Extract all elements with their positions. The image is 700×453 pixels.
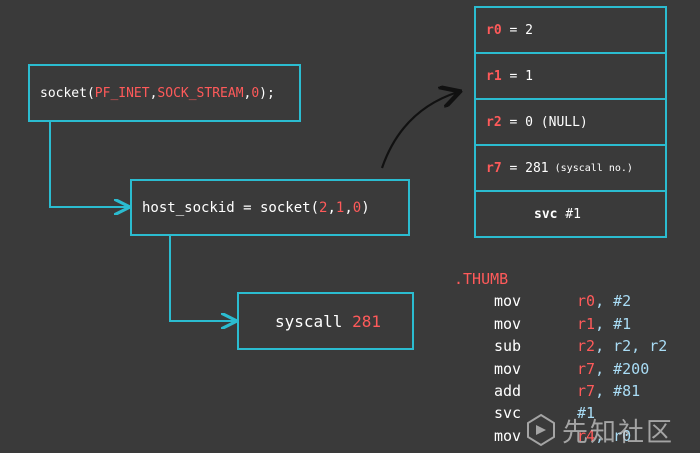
register-eq: = xyxy=(501,160,526,176)
register-eq: = xyxy=(501,68,526,84)
asm-rest: , #2 xyxy=(595,292,632,311)
asm-line: mov r0, #2 xyxy=(454,290,631,312)
register-table: r0 = 2 r1 = 1 r2 = 0 (NULL) r7 = 281 (sy… xyxy=(474,6,667,238)
asm-rest: , r0 xyxy=(595,426,632,445)
curved-arrow xyxy=(380,92,458,169)
socket-arg-type: SOCK_STREAM xyxy=(157,85,244,101)
watermark: 先知社区 xyxy=(526,410,696,450)
host-sep-1: , xyxy=(327,199,336,216)
register-row-r2: r2 = 0 (NULL) xyxy=(476,100,665,146)
svc-op: svc xyxy=(534,206,558,222)
register-row-r7: r7 = 281 (syscall no.) xyxy=(476,146,665,192)
asm-line: add r7, #81 xyxy=(454,380,640,402)
watermark-text: 先知社区 xyxy=(562,417,675,448)
socket-arg-domain: PF_INET xyxy=(94,85,150,101)
socket-func: socket xyxy=(40,85,87,101)
asm-rest: #1 xyxy=(577,404,596,423)
svc-row: svc #1 xyxy=(476,192,665,236)
asm-op: mov xyxy=(494,359,522,378)
host-arg-2: 1 xyxy=(335,199,345,216)
register-name: r7 xyxy=(486,160,502,176)
connector-socket-to-host xyxy=(49,122,128,207)
asm-line: mov r7, #200 xyxy=(454,358,649,380)
socket-open: ( xyxy=(86,85,95,101)
host-close: ) xyxy=(361,199,370,216)
asm-reg: r0 xyxy=(577,292,596,311)
connector-host-to-syscall xyxy=(169,236,235,321)
asm-line: mov r4, r0 xyxy=(454,425,631,447)
socket-sep-2: , xyxy=(243,85,252,101)
asm-reg: r7 xyxy=(577,381,596,400)
register-name: r1 xyxy=(486,68,502,84)
register-row-r0: r0 = 2 xyxy=(476,8,665,54)
asm-line: mov r1, #1 xyxy=(454,313,631,335)
host-sep-2: , xyxy=(344,199,353,216)
asm-reg: r7 xyxy=(577,359,596,378)
syscall-label: syscall xyxy=(275,311,353,331)
host-prefix: host_sockid = socket( xyxy=(142,199,320,216)
socket-arg-protocol: 0 xyxy=(251,85,260,101)
register-value: 0 (NULL) xyxy=(525,114,588,130)
host-arg-3: 0 xyxy=(352,199,362,216)
asm-rest: , #1 xyxy=(595,314,632,333)
asm-rest: , r2, r2 xyxy=(595,337,668,356)
asm-op: sub xyxy=(494,337,522,356)
asm-op: mov xyxy=(494,426,522,445)
register-row-r1: r1 = 1 xyxy=(476,54,665,100)
asm-op: mov xyxy=(494,292,522,311)
register-note: (syscall no.) xyxy=(548,162,633,174)
asm-reg: r2 xyxy=(577,337,596,356)
asm-reg: r4 xyxy=(577,426,596,445)
register-name: r2 xyxy=(486,114,502,130)
asm-rest: , #200 xyxy=(595,359,650,378)
watermark-logo-icon xyxy=(527,413,555,447)
asm-line: svc #1 xyxy=(454,402,595,424)
socket-sep-1: , xyxy=(149,85,158,101)
host-sockid-box: host_sockid = socket(2, 1, 0) xyxy=(130,179,410,236)
asm-op: add xyxy=(494,381,522,400)
register-name: r0 xyxy=(486,22,502,38)
socket-close: ); xyxy=(259,85,275,101)
register-eq: = xyxy=(501,114,526,130)
register-value: 281 xyxy=(525,160,549,176)
register-value: 1 xyxy=(525,68,533,84)
host-arg-1: 2 xyxy=(319,199,328,216)
socket-call-box: socket(PF_INET, SOCK_STREAM, 0); xyxy=(28,64,301,122)
asm-line: sub r2, r2, r2 xyxy=(454,335,667,357)
asm-reg: r1 xyxy=(577,314,596,333)
syscall-box: syscall 281 xyxy=(237,292,414,350)
asm-op: svc xyxy=(494,404,522,423)
register-eq: = xyxy=(501,22,526,38)
asm-directive: .THUMB xyxy=(454,270,509,288)
assembly-listing: .THUMB mov r0, #2 mov r1, #1 sub r2, r2, r2… xyxy=(454,268,667,447)
asm-op: mov xyxy=(494,314,522,333)
asm-rest: , #81 xyxy=(595,381,641,400)
register-value: 2 xyxy=(525,22,533,38)
syscall-number: 281 xyxy=(352,311,381,331)
svc-arg: #1 xyxy=(557,206,581,222)
